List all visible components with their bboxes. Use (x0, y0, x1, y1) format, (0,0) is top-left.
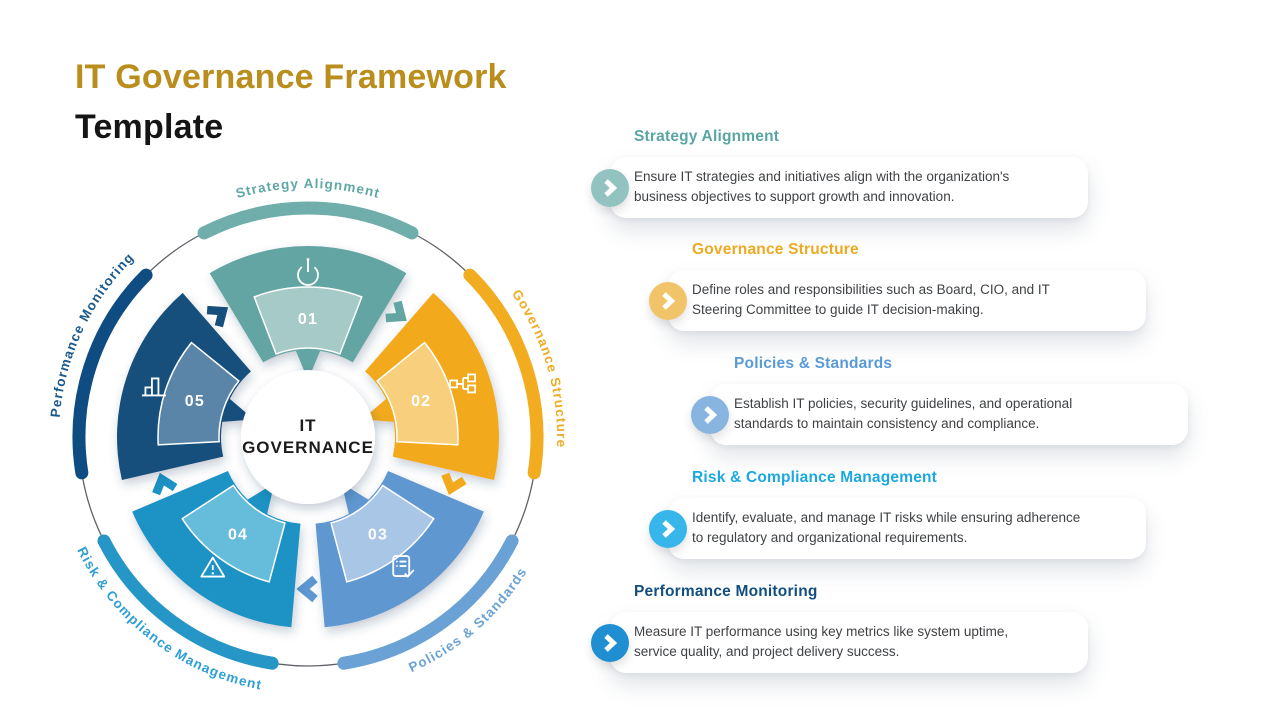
panel-item-policies-standards: Policies & Standards Establish IT polici… (674, 355, 1234, 445)
target-icon (297, 258, 319, 286)
wedge-inner-02 (376, 341, 459, 446)
item-card: Establish IT policies, security guidelin… (691, 384, 1188, 445)
center-title-line1: IT (299, 416, 316, 435)
wedge-inner-01 (253, 286, 363, 355)
item-heading: Strategy Alignment (634, 128, 780, 145)
item-card: Identify, evaluate, and manage IT risks … (649, 498, 1146, 559)
chevron-right-icon (649, 281, 687, 320)
wedge-number-02: 02 (411, 393, 431, 410)
wedge-inner-05 (157, 341, 240, 446)
details-panel: Strategy Alignment Ensure IT strategies … (574, 128, 1254, 688)
ring-arc-01 (197, 201, 419, 240)
item-card: Measure IT performance using key metrics… (591, 612, 1088, 673)
item-body: Identify, evaluate, and manage IT risks … (692, 510, 1081, 545)
flow-chevron-icon (206, 305, 229, 328)
panel-item-risk-compliance: Risk & Compliance Management Identify, e… (632, 469, 1192, 559)
wedge-inner-03 (330, 484, 435, 583)
item-card: Define roles and responsibilities such a… (649, 270, 1146, 331)
flow-chevron-icon (385, 300, 407, 323)
item-body: Establish IT policies, security guidelin… (734, 396, 1073, 431)
chevron-right-icon (591, 623, 629, 662)
item-card: Ensure IT strategies and initiatives ali… (591, 157, 1088, 218)
item-body: Measure IT performance using key metrics… (634, 624, 1009, 659)
wedge-number-05: 05 (185, 393, 205, 410)
wedge-inner-04 (181, 484, 286, 583)
wedge-number-04: 04 (228, 526, 248, 543)
center-hub (241, 370, 375, 504)
chevron-right-icon (649, 509, 687, 548)
panel-item-performance-monitoring: Performance Monitoring Measure IT perfor… (574, 583, 1134, 673)
item-body: Ensure IT strategies and initiatives ali… (634, 169, 1010, 204)
center-title-line2: GOVERNANCE (242, 438, 374, 457)
flow-chevron-icon (296, 575, 318, 603)
wedge-number-01: 01 (298, 311, 318, 328)
checklist-icon (392, 555, 415, 578)
item-body: Define roles and responsibilities such a… (692, 282, 1050, 317)
chevron-right-icon (691, 395, 729, 434)
item-heading: Governance Structure (692, 241, 859, 258)
ring-arc-04 (97, 534, 279, 670)
flow-chevron-icon (441, 472, 467, 496)
page-title-line1: IT Governance Framework (75, 58, 507, 96)
ring-arc-03 (337, 534, 519, 670)
item-heading: Risk & Compliance Management (692, 469, 938, 486)
wedge-number-03: 03 (368, 526, 388, 543)
warning-icon (200, 556, 226, 578)
bars-icon (141, 377, 166, 397)
wheel-label-01: Strategy Alignment (234, 176, 382, 201)
page-title: IT Governance Framework Template (75, 52, 507, 153)
flow-chevron-icon (152, 472, 178, 496)
ring-arc-02 (463, 268, 544, 480)
page-title-line2: Template (75, 108, 224, 147)
panel-item-governance-structure: Governance Structure Define roles and re… (632, 241, 1192, 331)
panel-item-strategy-alignment: Strategy Alignment Ensure IT strategies … (574, 128, 1134, 218)
chevron-right-icon (591, 168, 629, 207)
item-heading: Performance Monitoring (634, 583, 818, 600)
item-heading: Policies & Standards (734, 355, 893, 372)
ring-arc-05 (72, 268, 153, 480)
hierarchy-icon (449, 373, 476, 394)
